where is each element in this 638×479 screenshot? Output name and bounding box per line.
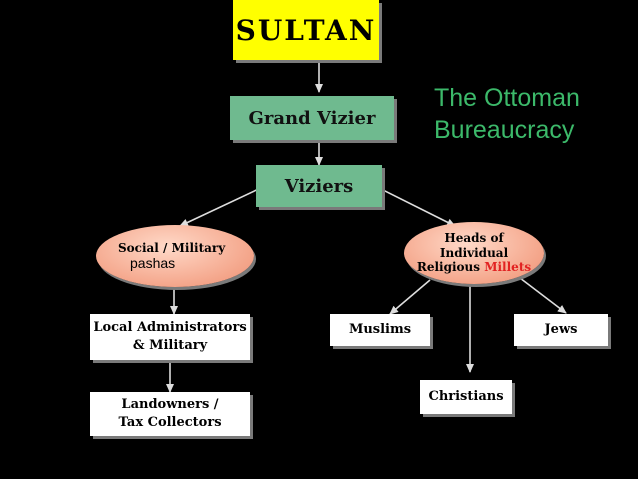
node-christians: Christians <box>420 380 512 414</box>
social-line-1: Social / Military <box>118 241 226 255</box>
node-heads-millets: Heads of Individual Religious Millets <box>404 222 544 284</box>
millets-line-3: Religious Millets <box>417 260 531 274</box>
local-line-1: Local Administrators <box>93 320 247 336</box>
arrow-millets-muslims <box>389 279 431 315</box>
millets-line-3-prefix: Religious <box>416 260 481 275</box>
title-line-2: Bureaucracy <box>434 116 575 144</box>
arrow-viziers-millets <box>374 185 456 227</box>
node-sultan: SULTAN <box>233 0 379 60</box>
millets-line-1: Heads of <box>444 231 504 246</box>
millets-line-2: Individual <box>439 245 509 260</box>
local-line-2: & Military <box>132 338 208 353</box>
landowners-line-1: Landowners / <box>121 397 219 413</box>
arrow-millets-jews <box>519 277 567 314</box>
node-landowners: Landowners / Tax Collectors <box>90 392 250 436</box>
node-grand-vizier: Grand Vizier <box>230 96 394 140</box>
landowners-line-2: Tax Collectors <box>118 415 222 430</box>
social-line-2: pashas <box>130 255 176 271</box>
node-social-military: Social / Military pashas <box>96 225 254 287</box>
node-muslims: Muslims <box>330 314 430 346</box>
node-local-administrators: Local Administrators & Military <box>90 314 250 360</box>
millets-highlight: Millets <box>484 260 532 275</box>
arrow-viziers-social <box>179 185 266 227</box>
node-jews: Jews <box>514 314 608 346</box>
title-line-1: The Ottoman <box>434 84 580 112</box>
node-viziers: Viziers <box>256 165 382 207</box>
diagram-title: The Ottoman Bureaucracy <box>434 82 580 146</box>
